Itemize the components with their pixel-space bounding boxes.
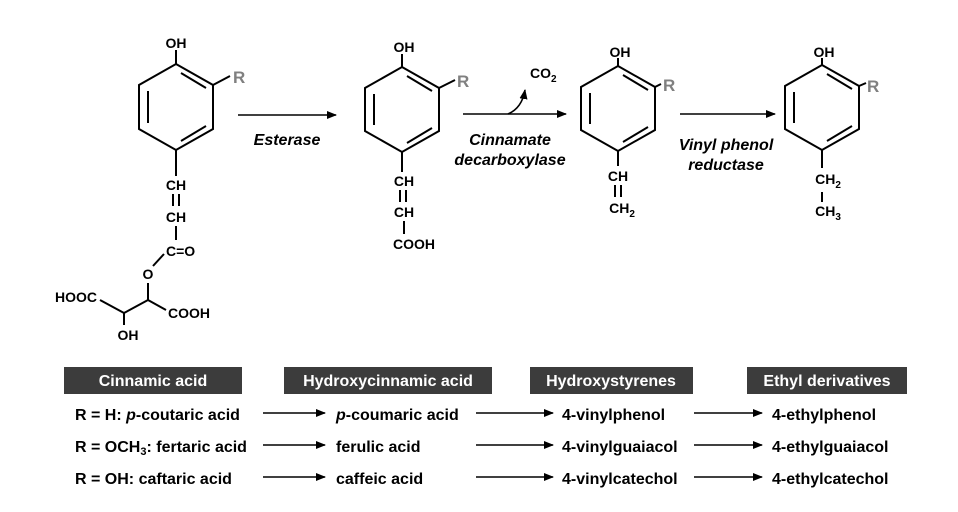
hydroxystyrene-name: 4-vinylguaiacol: [562, 439, 678, 456]
svg-text:Hydroxycinnamic acid: Hydroxycinnamic acid: [303, 373, 473, 390]
ethyl-derivative-name: 4-ethylcatechol: [772, 471, 888, 488]
ester-oxygen-label: O: [143, 266, 154, 282]
co2-label: CO2: [530, 65, 557, 85]
enzyme-decarboxylase-label-line1: Cinnamate: [469, 132, 551, 149]
structure-cinnamic-acid-ester: OH R CH CH C=O O HOOC COOH OH: [55, 35, 245, 343]
r-group-label: R: [233, 68, 245, 87]
svg-text:Hydroxystyrenes: Hydroxystyrenes: [546, 373, 676, 390]
hydroxyl-label: OH: [610, 44, 631, 60]
ethyl-derivative-name: 4-ethylphenol: [772, 407, 876, 424]
ch2-label: CH2: [815, 171, 841, 191]
ch-label: CH: [394, 204, 414, 220]
compound-row: R = OH: caftaric acid caffeic acid 4-vin…: [75, 471, 888, 488]
hydroxyl-label: OH: [814, 44, 835, 60]
r-group-label: R: [663, 76, 675, 95]
ch3-label: CH3: [815, 203, 841, 223]
compound-row: R = H: p-coutaric acid p-coumaric acid 4…: [75, 407, 876, 424]
cinnamic-acid-name: R = H: p-coutaric acid: [75, 407, 240, 424]
header-ethyl-derivatives: Ethyl derivatives: [747, 367, 907, 394]
hydroxyl-label: OH: [166, 35, 187, 51]
ch-label: CH: [166, 177, 186, 193]
header-hydroxycinnamic-acid: Hydroxycinnamic acid: [284, 367, 492, 394]
ch-label: CH: [608, 168, 628, 184]
ch-label: CH: [166, 209, 186, 225]
header-hydroxystyrenes: Hydroxystyrenes: [530, 367, 693, 394]
enzyme-reductase-label-line1: Vinyl phenol: [679, 137, 774, 154]
ethyl-derivative-name: 4-ethylguaiacol: [772, 439, 888, 456]
r-group-label: R: [867, 77, 879, 96]
hydroxycinnamic-acid-name: p-coumaric acid: [335, 407, 459, 424]
hydroxystyrene-name: 4-vinylphenol: [562, 407, 665, 424]
cooh-label: COOH: [393, 236, 435, 252]
enzyme-esterase-label: Esterase: [254, 132, 321, 149]
hydroxystyrene-name: 4-vinylcatechol: [562, 471, 678, 488]
enzyme-decarboxylase-label-line2: decarboxylase: [454, 152, 565, 169]
cinnamic-acid-name: R = OCH3: fertaric acid: [75, 439, 247, 458]
cooh-label: COOH: [168, 305, 210, 321]
hydroxycinnamic-acid-name: caffeic acid: [336, 471, 423, 488]
svg-text:Cinnamic acid: Cinnamic acid: [99, 373, 207, 390]
hydroxycinnamic-acid-name: ferulic acid: [336, 439, 420, 456]
hydroxyl-label: OH: [394, 39, 415, 55]
co2-release-arrow: [507, 89, 528, 115]
structure-ethyl-derivative: OH R CH2 CH3: [784, 44, 879, 223]
cinnamic-acid-name: R = OH: caftaric acid: [75, 471, 232, 488]
ch-label: CH: [394, 173, 414, 189]
svg-text:Ethyl derivatives: Ethyl derivatives: [763, 373, 890, 390]
compound-row: R = OCH3: fertaric acid ferulic acid 4-v…: [75, 439, 888, 458]
hooc-label: HOOC: [55, 289, 97, 305]
structure-hydroxystyrene: OH R CH CH2: [580, 44, 675, 220]
ch2-label: CH2: [609, 200, 635, 220]
carbonyl-label: C=O: [166, 243, 195, 259]
r-group-label: R: [457, 72, 469, 91]
structure-hydroxycinnamic-acid: OH R CH CH COOH: [364, 39, 469, 252]
header-cinnamic-acid: Cinnamic acid: [64, 367, 242, 394]
enzyme-reductase-label-line2: reductase: [688, 157, 764, 174]
hydroxyl-label: OH: [118, 327, 139, 343]
